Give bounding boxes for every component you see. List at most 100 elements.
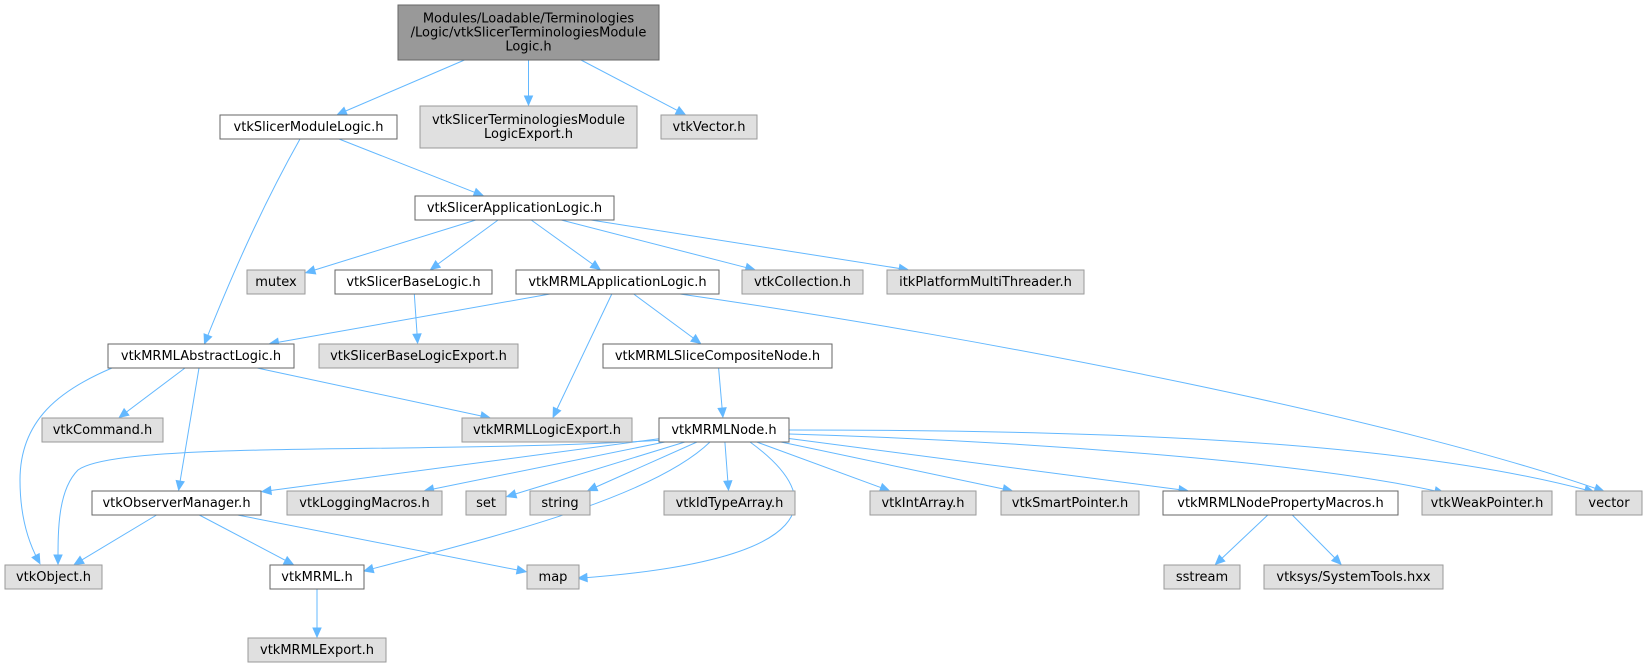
node-label: vtkMRMLLogicExport.h: [473, 423, 621, 438]
edge-mrmlAppLogic-to-logicExport: [554, 293, 613, 414]
node-sliceComposite[interactable]: vtkMRMLSliceCompositeNode.h: [602, 343, 833, 369]
arrowhead-observer-to-vtkMRML: [282, 555, 295, 566]
arrowhead-mrmlNode-to-vtkMRML: [362, 563, 375, 574]
node-propMacros[interactable]: vtkMRMLNodePropertyMacros.h: [1162, 490, 1399, 516]
node-label: set: [476, 496, 496, 511]
edge-mrmlNode-to-vtkMRML: [367, 441, 711, 571]
node-box: [4, 564, 103, 590]
node-itkThreader: itkPlatformMultiThreader.h: [886, 269, 1085, 295]
arrowhead-propMacros-to-sstream: [1214, 554, 1226, 566]
edge-mrmlAppLogic-to-vector: [679, 293, 1601, 491]
arrowhead-mrmlNode-to-map: [576, 572, 588, 583]
node-baseLogic[interactable]: vtkSlicerBaseLogic.h: [334, 269, 493, 295]
edge-mrmlNode-to-smartPtr: [780, 441, 1009, 491]
node-box: [1263, 564, 1444, 590]
node-set: set: [465, 490, 507, 516]
edge-observer-to-vtkObject: [77, 514, 157, 563]
arrowhead-vtkMRML-to-mrmlExport: [312, 627, 322, 639]
node-label: vtkMRMLSliceCompositeNode.h: [615, 349, 820, 364]
arrowhead-mrmlNode-to-string: [586, 482, 599, 492]
edge-mrmlNode-to-propMacros: [788, 438, 1185, 491]
node-label: vtkMRML.h: [281, 570, 352, 585]
node-label: string: [541, 496, 578, 511]
node-sstream: sstream: [1163, 564, 1241, 590]
edge-appLogic-to-mutex: [309, 219, 476, 272]
arrowhead-mrmlNode-to-vtkObject: [53, 554, 63, 566]
node-box: [529, 490, 591, 516]
arrowhead-abstractLogic-to-observer: [175, 479, 185, 492]
node-intArray: vtkIntArray.h: [869, 490, 977, 516]
node-logging: vtkLoggingMacros.h: [286, 490, 443, 516]
node-box: [414, 195, 615, 221]
node-label: Modules/Loadable/Terminologies: [423, 12, 635, 27]
edge-mrmlNode-to-idType: [724, 441, 729, 487]
node-vector: vector: [1575, 490, 1643, 516]
node-label: vtkMRMLApplicationLogic.h: [528, 275, 706, 290]
node-mutex: mutex: [246, 269, 306, 295]
node-label: vtkObserverManager.h: [102, 496, 250, 511]
edge-layer: [19, 59, 1605, 639]
arrowhead-moduleLogic-to-abstractLogic: [203, 333, 213, 345]
node-label: sstream: [1176, 570, 1228, 585]
node-label: vtkLoggingMacros.h: [299, 496, 429, 511]
node-label: vector: [1588, 496, 1630, 511]
node-label: vtkVector.h: [673, 120, 746, 135]
edge-observer-to-vtkMRML: [199, 514, 291, 564]
node-box: [247, 637, 387, 663]
edge-mrmlNode-to-observer: [265, 438, 660, 492]
arrowhead-propMacros-to-systools: [1330, 554, 1342, 566]
node-layer: Modules/Loadable/Terminologies/Logic/vtk…: [4, 4, 1643, 663]
edge-propMacros-to-systools: [1291, 514, 1339, 562]
node-box: [1575, 490, 1643, 516]
arrowhead-baseLogic-to-baseLogicExport: [412, 333, 422, 345]
node-label: itkPlatformMultiThreader.h: [899, 275, 1072, 290]
node-label: vtkSlicerApplicationLogic.h: [427, 201, 602, 216]
node-baseLogicExport: vtkSlicerBaseLogicExport.h: [318, 343, 519, 369]
node-label: /Logic/vtkSlicerTerminologiesModule: [411, 26, 647, 41]
edge-appLogic-to-mrmlAppLogic: [530, 219, 597, 268]
node-box: [461, 417, 633, 443]
node-mrmlNode[interactable]: vtkMRMLNode.h: [658, 417, 790, 443]
node-label: vtkSlicerBaseLogicExport.h: [330, 349, 507, 364]
edge-appLogic-to-vtkCollection: [561, 219, 752, 270]
node-box: [419, 105, 638, 149]
node-label: LogicExport.h: [484, 127, 573, 142]
node-mrmlAppLogic[interactable]: vtkMRMLApplicationLogic.h: [515, 269, 720, 295]
node-label: vtkCollection.h: [754, 275, 851, 290]
node-label: vtkMRMLExport.h: [260, 643, 374, 658]
node-appLogic[interactable]: vtkSlicerApplicationLogic.h: [414, 195, 615, 221]
node-weakPtr: vtkWeakPointer.h: [1421, 490, 1553, 516]
node-vtkMRML[interactable]: vtkMRML.h: [269, 564, 365, 590]
edge-main-to-vtkVector: [580, 59, 682, 114]
node-box: [465, 490, 507, 516]
arrowhead-mrmlNode-to-set: [505, 489, 518, 499]
node-label: vtkSlicerBaseLogic.h: [346, 275, 480, 290]
edge-mrmlNode-to-vtkObject: [57, 439, 665, 561]
node-box: [1000, 490, 1140, 516]
node-label: vtkCommand.h: [53, 423, 153, 438]
arrowhead-mrmlNode-to-observer: [260, 485, 272, 496]
edge-mrmlNode-to-map: [581, 441, 796, 579]
edge-appLogic-to-itkThreader: [590, 219, 905, 270]
edge-mrmlAppLogic-to-sliceComposite: [633, 293, 698, 342]
edge-abstractLogic-to-vtkCommand: [122, 367, 186, 416]
arrowhead-main-to-moduleLogic: [336, 106, 348, 116]
node-main: Modules/Loadable/Terminologies/Logic/vtk…: [397, 4, 660, 61]
node-label: Logic.h: [505, 40, 551, 55]
node-string: string: [529, 490, 591, 516]
node-moduleLogic[interactable]: vtkSlicerModuleLogic.h: [219, 114, 398, 140]
node-box: [91, 490, 262, 516]
node-observer[interactable]: vtkObserverManager.h: [91, 490, 262, 516]
arrowhead-appLogic-to-mutex: [304, 265, 317, 275]
edge-propMacros-to-sstream: [1218, 514, 1269, 562]
node-idType: vtkIdTypeArray.h: [663, 490, 796, 516]
node-box: [663, 490, 796, 516]
edge-mrmlNode-to-string: [591, 441, 698, 490]
edge-mrmlNode-to-logging: [428, 441, 665, 491]
node-vtkObject: vtkObject.h: [4, 564, 103, 590]
node-box: [886, 269, 1085, 295]
arrowhead-mrmlAppLogic-to-logicExport: [552, 406, 562, 419]
node-map: map: [526, 564, 580, 590]
node-abstractLogic[interactable]: vtkMRMLAbstractLogic.h: [107, 343, 295, 369]
